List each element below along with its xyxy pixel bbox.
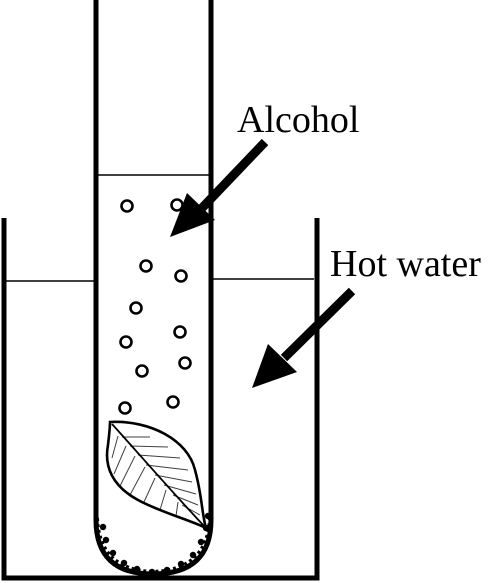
alcohol-arrow (170, 138, 269, 237)
beaker-outline (1, 218, 320, 581)
tube-bottom-sediment (95, 512, 212, 576)
alcohol-bubbles (118, 198, 192, 415)
hot-water-arrow (252, 287, 356, 388)
bubble (174, 269, 188, 283)
beaker (1, 218, 320, 581)
bubble (170, 198, 184, 212)
bubble (118, 401, 132, 415)
bubble (139, 259, 153, 273)
bubble (120, 199, 134, 213)
bubble (119, 335, 133, 349)
bubble (135, 364, 149, 378)
bubble (129, 301, 143, 315)
bubble (173, 325, 187, 339)
bubble (166, 395, 180, 409)
alcohol-label: Alcohol (237, 99, 359, 141)
leaf (105, 420, 209, 531)
bubble (178, 356, 192, 370)
leaf-midrib (111, 423, 206, 528)
hot-water-label: Hot water (330, 243, 481, 285)
